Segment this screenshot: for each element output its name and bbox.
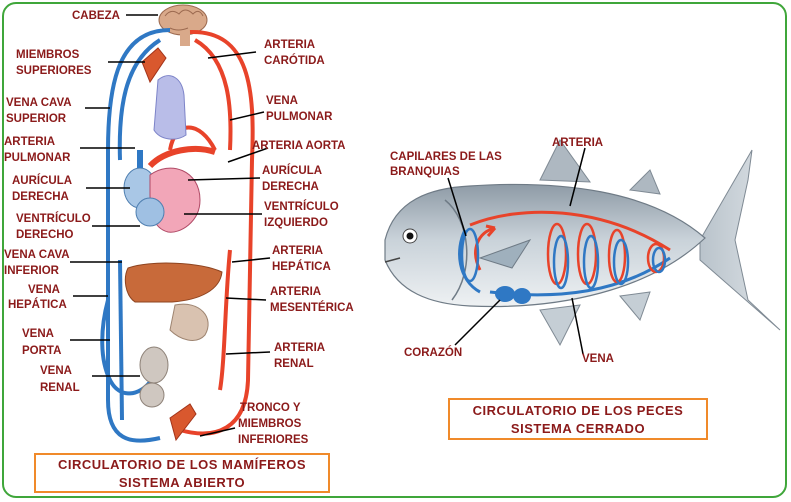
mammal-leader-lines	[70, 14, 271, 437]
label-vena-hepatica-1: VENA	[28, 284, 60, 296]
label-ventriculo-izquierdo-1: VENTRÍCULO	[264, 200, 339, 213]
label-arteria-pulmonar-2: PULMONAR	[4, 152, 71, 164]
mammal-labels-right: ARTERIA CARÓTIDA VENA PULMONAR ARTERIA A…	[238, 39, 354, 446]
label-arteria-pulmonar-1: ARTERIA	[4, 136, 55, 148]
upper-limb-organ	[141, 47, 167, 84]
fish-tail	[699, 149, 781, 331]
label-auricula-derecha-right-1: AURÍCULA	[262, 164, 322, 177]
label-arteria-aorta: ARTERIA AORTA	[252, 140, 345, 152]
label-auricula-derecha-right-2: DERECHA	[262, 181, 319, 193]
label-arteria-mesenterica-2: MESENTÉRICA	[270, 301, 354, 314]
mammal-diagram: CABEZA MIEMBROS SUPERIORES VENA CAVA SUP…	[4, 4, 354, 446]
label-capilares-1: CAPILARES DE LAS	[390, 151, 502, 163]
heart-organ	[123, 145, 216, 233]
fish-diagram: CAPILARES DE LAS BRANQUIAS ARTERIA CORAZ…	[384, 137, 781, 365]
label-miembros-superiores-1: MIEMBROS	[16, 49, 80, 61]
fish-caption-line2: SISTEMA CERRADO	[510, 421, 646, 436]
label-arteria-hepatica-1: ARTERIA	[272, 245, 323, 257]
label-ventriculo-derecho-1: VENTRÍCULO	[16, 212, 91, 225]
label-vena-renal-2: RENAL	[40, 382, 80, 394]
label-cabeza: CABEZA	[72, 10, 120, 22]
label-vena-renal-1: VENA	[40, 365, 72, 377]
mammal-vein-loop	[100, 28, 171, 443]
label-arteria-mesenterica-1: ARTERIA	[270, 286, 321, 298]
fish-dorsal-fin	[539, 139, 592, 183]
label-capilares-2: BRANQUIAS	[390, 166, 460, 178]
fish-leader-lines	[447, 147, 586, 355]
label-ventriculo-derecho-2: DERECHO	[16, 229, 74, 241]
label-tronco-2: MIEMBROS	[238, 418, 302, 430]
label-vena-pulmonar-1: VENA	[266, 95, 298, 107]
label-arteria-renal-2: RENAL	[274, 358, 314, 370]
label-auricula-derecha-left-2: DERECHA	[12, 191, 69, 203]
fish-heart	[495, 286, 531, 304]
fish-caption-line1: CIRCULATORIO DE LOS PECES	[472, 403, 684, 418]
liver-organ	[124, 262, 223, 303]
label-arteria-hepatica-2: HEPÁTICA	[272, 260, 331, 273]
label-vena-hepatica-2: HEPÁTICA	[8, 298, 67, 311]
mammal-labels-left: CABEZA MIEMBROS SUPERIORES VENA CAVA SUP…	[4, 10, 120, 394]
label-vena-cava-inferior-2: INFERIOR	[4, 265, 60, 277]
label-tronco-1: TRONCO Y	[240, 402, 301, 414]
lungs-organ	[153, 75, 187, 140]
kidney-organ	[139, 346, 169, 384]
head-organ	[158, 4, 208, 46]
label-vena-pulmonar-2: PULMONAR	[266, 111, 333, 123]
mammal-caption-line1: CIRCULATORIO DE LOS MAMÍFEROS	[57, 457, 307, 472]
label-miembros-superiores-2: SUPERIORES	[16, 65, 92, 77]
label-auricula-derecha-left-1: AURÍCULA	[12, 174, 72, 187]
label-arteria-carotida-1: ARTERIA	[264, 39, 315, 51]
mammal-caption: CIRCULATORIO DE LOS MAMÍFEROS SISTEMA AB…	[34, 453, 330, 493]
label-vena-porta-2: PORTA	[22, 345, 61, 357]
label-ventriculo-izquierdo-2: IZQUIERDO	[264, 217, 328, 229]
lower-limb-organ	[169, 403, 197, 442]
label-vena-cava-superior-2: SUPERIOR	[6, 113, 67, 125]
fish-body-capillaries	[546, 222, 667, 290]
mammal-caption-line2: SISTEMA ABIERTO	[118, 475, 246, 490]
label-vena-porta-1: VENA	[22, 328, 54, 340]
fish-body	[384, 183, 706, 308]
label-corazon: CORAZÓN	[404, 346, 462, 359]
label-arteria-carotida-2: CARÓTIDA	[264, 54, 325, 67]
label-vena-cava-inferior-1: VENA CAVA	[4, 249, 70, 261]
fish-caption: CIRCULATORIO DE LOS PECES SISTEMA CERRAD…	[448, 398, 708, 440]
fish-gill-capillaries	[460, 227, 480, 283]
label-vena-fish: VENA	[582, 353, 614, 365]
label-arteria-fish: ARTERIA	[552, 137, 603, 149]
label-arteria-renal-1: ARTERIA	[274, 342, 325, 354]
intestine-organ	[169, 303, 209, 341]
label-tronco-3: INFERIORES	[238, 434, 309, 446]
label-vena-cava-superior-1: VENA CAVA	[6, 97, 72, 109]
